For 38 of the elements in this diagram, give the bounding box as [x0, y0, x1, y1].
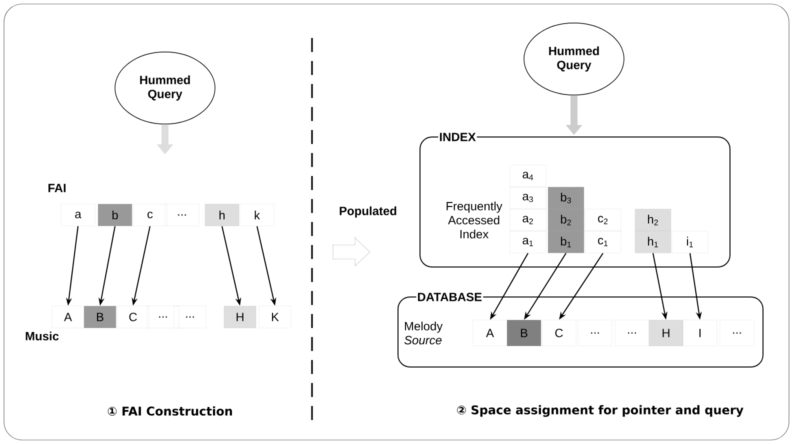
index-cell: C: [542, 320, 576, 346]
index-cell: b$_{3}$: [548, 186, 584, 210]
index-cell: B: [506, 320, 542, 346]
label: ① FAI Construction: [108, 406, 232, 416]
index-cell: A: [472, 320, 508, 346]
index-cell: h$_{2}$: [634, 208, 672, 232]
index-cell: h: [204, 204, 240, 226]
index-cell: ...: [578, 320, 612, 346]
index-cell: k: [240, 204, 274, 226]
index-cell: ...: [174, 306, 206, 328]
index-cell: ...: [164, 204, 200, 226]
index-cell: a$_{3}$: [510, 186, 546, 210]
index-cell: H: [224, 306, 256, 328]
index-cell: a$_{1}$: [510, 230, 546, 254]
index-cell: C: [116, 306, 150, 328]
label: ② Space assignment for pointer and query: [457, 405, 744, 417]
index-cell: c: [132, 204, 168, 226]
index-cell: h$_{1}$: [634, 230, 672, 254]
index-cell: ...: [614, 320, 650, 346]
label: Populated: [340, 206, 396, 218]
index-cell: a: [60, 204, 96, 226]
index-cell: c$_{1}$: [584, 230, 622, 254]
index-cell: ...: [146, 306, 180, 328]
label: FAI: [48, 184, 66, 192]
index-cell: ...: [720, 320, 754, 346]
index-cell: a$_{2}$: [510, 208, 546, 232]
index-cell: A: [52, 306, 84, 328]
index-cell: b: [98, 204, 132, 226]
index-cell: c$_{2}$: [584, 208, 622, 232]
index-cell: a$_{4}$: [510, 164, 546, 188]
index-cell: i$_{1}$: [672, 230, 708, 254]
index-cell: b$_{1}$: [548, 230, 584, 254]
index-cell: B: [84, 306, 116, 328]
index-cell: H: [648, 320, 684, 346]
index-cell: K: [258, 306, 292, 328]
index-cell: b$_{2}$: [548, 208, 584, 232]
label: Music: [26, 332, 59, 340]
index-cell: I: [682, 320, 718, 346]
